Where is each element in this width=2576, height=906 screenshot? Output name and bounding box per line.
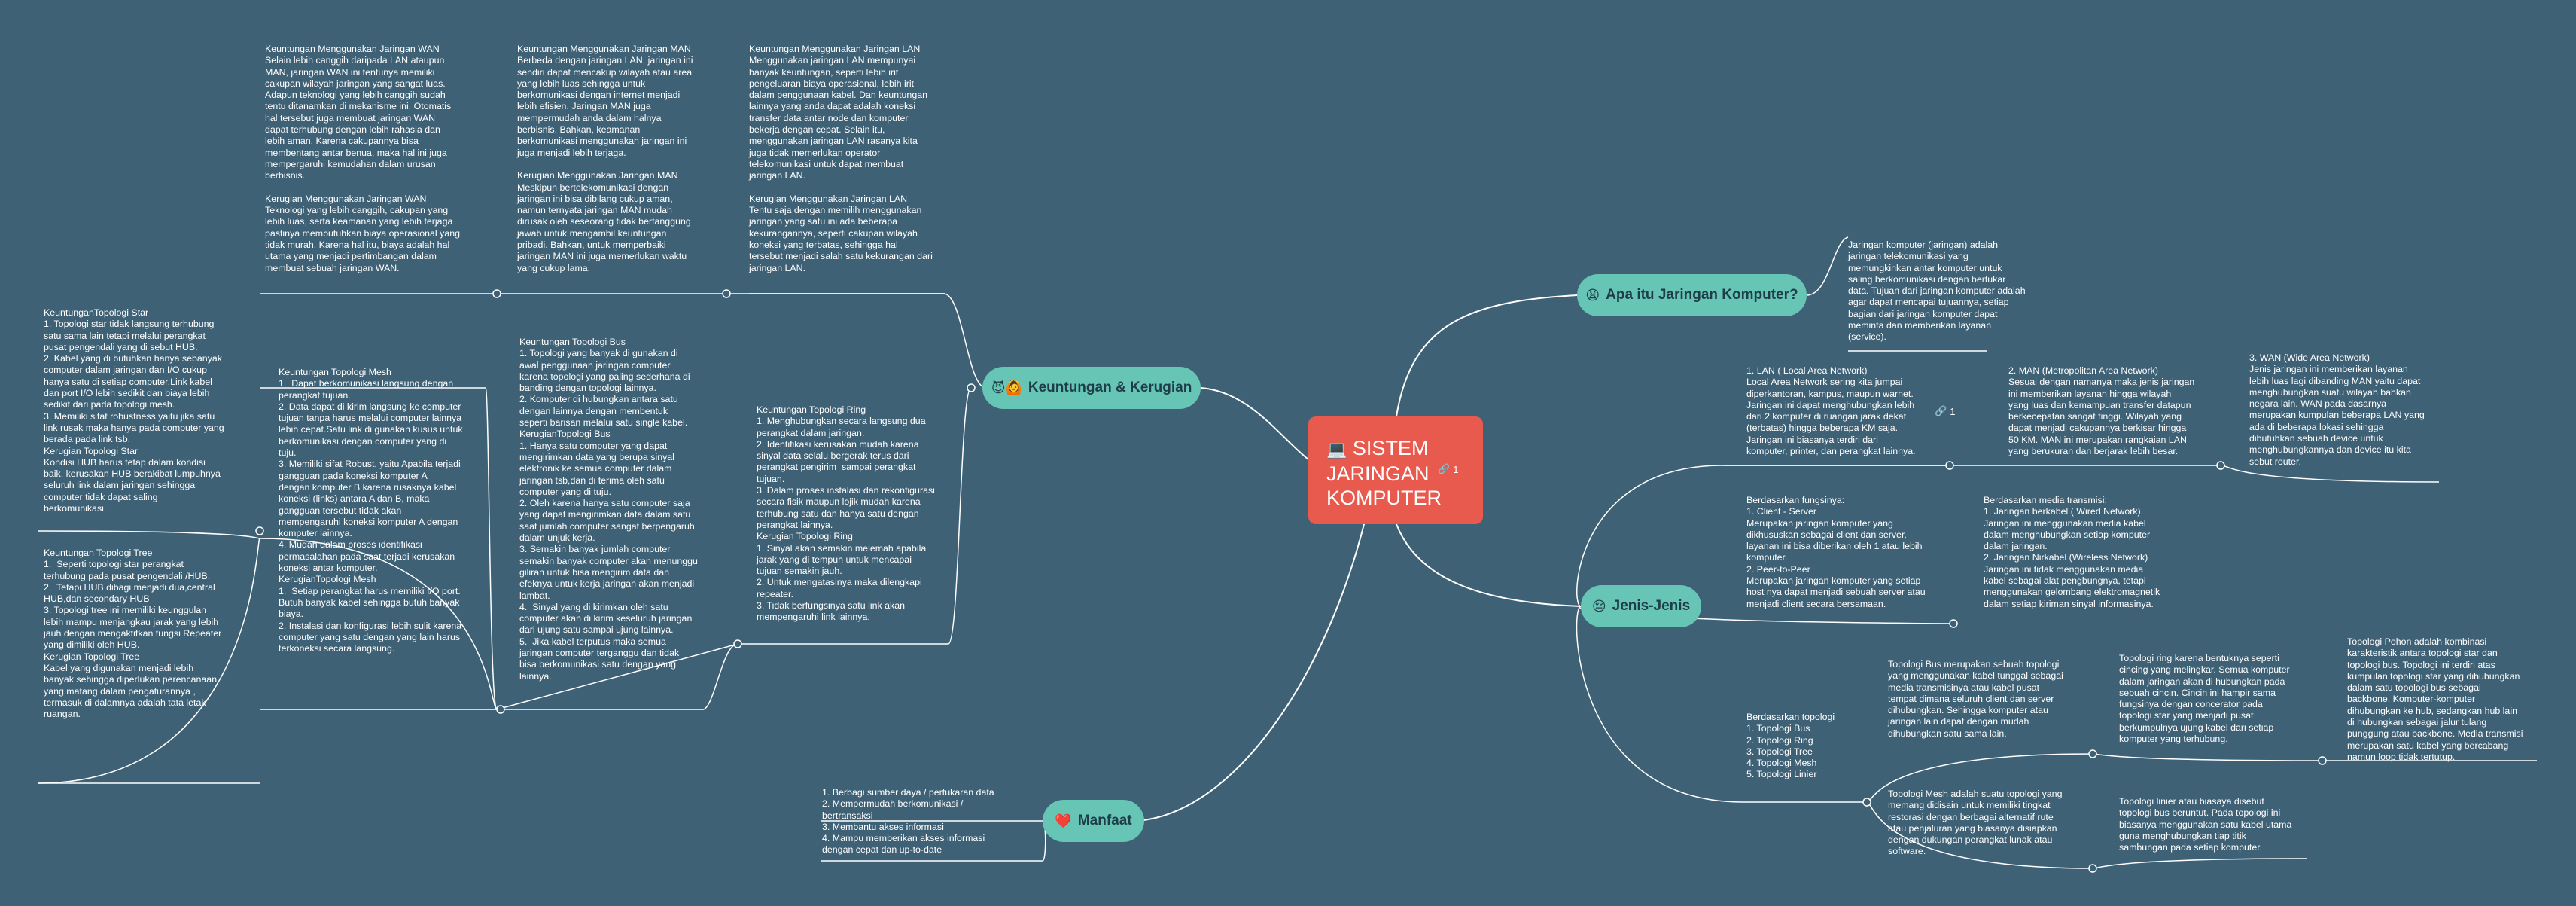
root-title: SISTEM JARINGAN KOMPUTER [1326, 437, 1442, 509]
note-lan-keuntungan-kerugian[interactable]: Keuntungan Menggunakan Jaringan LAN Meng… [749, 44, 933, 273]
note-bus-definition[interactable]: Topologi Bus merupakan sebuah topologi y… [1888, 659, 2063, 739]
devil-face-icon: 😈🙆 [991, 380, 1022, 395]
lan-link-badge[interactable]: 🔗 1 [1935, 405, 1955, 417]
heart-icon: ❤️ [1055, 813, 1072, 828]
note-linier-definition[interactable]: Topologi linier atau biasaya disebut top… [2119, 796, 2292, 853]
root-link-badge[interactable]: 🔗 1 [1438, 463, 1458, 475]
topic-apa-itu-label: Apa itu Jaringan Komputer? [1606, 287, 1798, 303]
note-tree-definition[interactable]: Topologi Pohon adalah kombinasi karakter… [2347, 636, 2523, 762]
weary-face-icon: 😩 [1585, 287, 1600, 303]
note-apa-itu-definition[interactable]: Jaringan komputer (jaringan) adalah jari… [1848, 239, 2026, 343]
note-man[interactable]: 2. MAN (Metropolitan Area Network) Sesua… [2008, 365, 2195, 457]
topic-manfaat-label: Manfaat [1077, 813, 1132, 828]
topic-apa-itu[interactable]: 😩 Apa itu Jaringan Komputer? [1577, 274, 1807, 316]
link-icon: 🔗 [1935, 405, 1947, 416]
note-star-keuntungan-kerugian[interactable]: KeuntunganTopologi Star 1. Topologi star… [44, 307, 224, 514]
topic-jenis-jenis[interactable]: 😔 Jenis-Jenis [1581, 585, 1701, 627]
note-man-keuntungan-kerugian[interactable]: Keuntungan Menggunakan Jaringan MAN Berb… [517, 44, 693, 273]
note-manfaat-list[interactable]: 1. Berbagi sumber daya / pertukaran data… [822, 787, 994, 856]
note-fungsi[interactable]: Berdasarkan fungsinya: 1. Client - Serve… [1746, 495, 1926, 609]
root-topic[interactable]: 💻 SISTEM JARINGAN KOMPUTER [1308, 416, 1483, 524]
topic-manfaat[interactable]: ❤️ Manfaat [1043, 800, 1144, 842]
topic-keuntungan-kerugian[interactable]: 😈🙆 Keuntungan & Kerugian [982, 367, 1201, 409]
note-tree-keuntungan-kerugian[interactable]: Keuntungan Topologi Tree 1. Seperti topo… [44, 548, 222, 720]
note-wan[interactable]: 3. WAN (Wide Area Network) Jenis jaringa… [2249, 352, 2425, 467]
link-icon: 🔗 [1438, 463, 1451, 474]
note-media-transmisi[interactable]: Berdasarkan media transmisi: 1. Jaringan… [1984, 495, 2160, 609]
note-ring-keuntungan-kerugian[interactable]: Keuntungan Topologi Ring 1. Menghubungka… [757, 404, 935, 623]
topic-jenis-label: Jenis-Jenis [1612, 598, 1691, 614]
topic-keuntungan-label: Keuntungan & Kerugian [1028, 380, 1192, 395]
root-link-count: 1 [1453, 463, 1459, 475]
lan-link-count: 1 [1950, 405, 1956, 417]
laptop-icon: 💻 [1326, 440, 1347, 459]
note-wan-keuntungan-kerugian[interactable]: Keuntungan Menggunakan Jaringan WAN Sela… [265, 44, 460, 273]
note-bus-keuntungan-kerugian[interactable]: Keuntungan Topologi Bus 1. Topologi yang… [519, 337, 698, 682]
note-mesh-keuntungan-kerugian[interactable]: Keuntungan Topologi Mesh 1. Dapat berkom… [279, 367, 463, 654]
note-topologi-list[interactable]: Berdasarkan topologi 1. Topologi Bus 2. … [1746, 712, 1835, 780]
note-lan[interactable]: 1. LAN ( Local Area Network) Local Area … [1746, 365, 1916, 457]
note-ring-definition[interactable]: Topologi ring karena bentuknya seperti c… [2119, 653, 2290, 745]
note-mesh-definition[interactable]: Topologi Mesh adalah suatu topologi yang… [1888, 789, 2063, 857]
pensive-face-icon: 😔 [1591, 598, 1606, 614]
